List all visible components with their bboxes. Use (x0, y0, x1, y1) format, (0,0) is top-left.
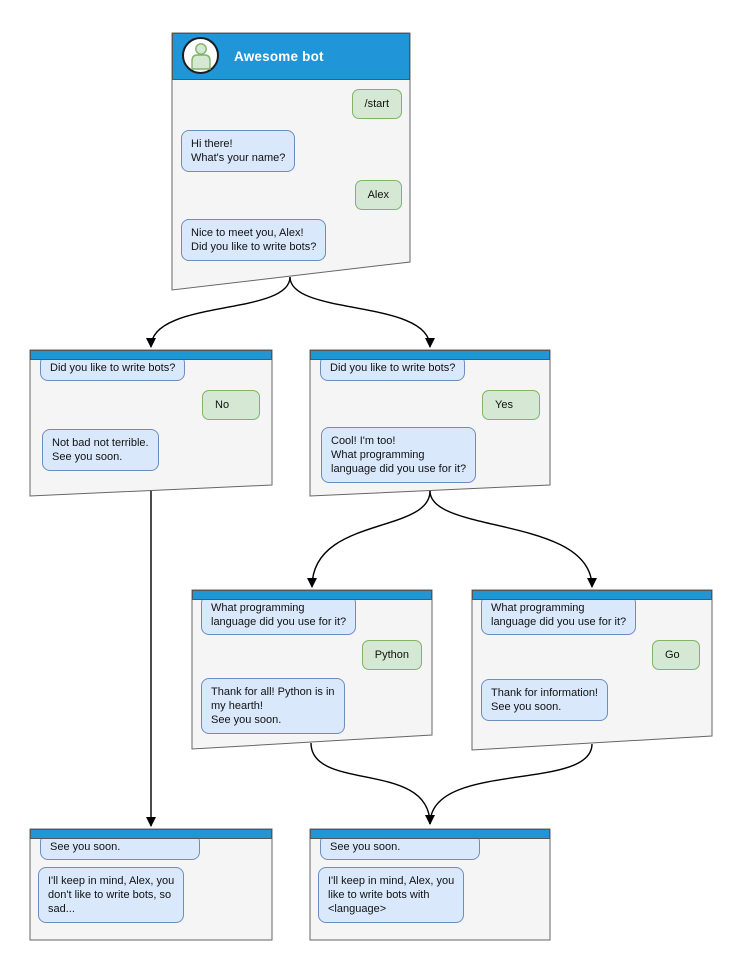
connector-python-to-end (310, 742, 435, 825)
branch-go-reply: Thank for information! See you soon. (481, 679, 608, 721)
main-window-titlebar: Awesome bot (172, 33, 410, 80)
user-message-name: Alex (354, 180, 402, 210)
connector-main-to-no (146, 276, 291, 348)
branch-python-reply: Thank for all! Python is in my hearth! S… (201, 678, 345, 734)
person-icon (190, 42, 211, 70)
branch-yes-answer: Yes (482, 390, 540, 420)
branch-go-question: What programming language did you use fo… (481, 595, 637, 635)
connector-yes-to-python (307, 490, 431, 588)
branch-python-question: What programming language did you use fo… (201, 595, 357, 635)
branch-python-answer: Python (361, 640, 422, 670)
branch-go-answer: Go (652, 640, 700, 670)
bot-message-question: Nice to meet you, Alex! Did you like to … (181, 219, 327, 261)
bot-avatar (182, 37, 219, 74)
end-yes-titlebar (310, 829, 550, 839)
branch-yes-reply: Cool! I'm too! What programming language… (321, 427, 477, 483)
branch-no-reply: Not bad not terrible. See you soon. (42, 429, 159, 471)
connector-go-to-end (429, 743, 593, 825)
branch-python-titlebar (192, 590, 432, 600)
branch-go-titlebar (472, 590, 712, 600)
bot-message-greeting: Hi there! What's your name? (181, 130, 296, 172)
connector-main-to-yes (289, 276, 435, 348)
end-yes-reply: I'll keep in mind, Alex, you like to wri… (318, 867, 465, 923)
end-no-titlebar (30, 829, 272, 839)
branch-no-answer: No (202, 390, 260, 420)
user-message-start: /start (351, 89, 402, 119)
branch-no-titlebar (30, 350, 272, 360)
connector-yes-to-go (429, 490, 597, 588)
branch-yes-titlebar (310, 350, 550, 360)
bot-name-title: Awesome bot (234, 49, 324, 64)
end-no-reply: I'll keep in mind, Alex, you don't like … (38, 867, 185, 923)
